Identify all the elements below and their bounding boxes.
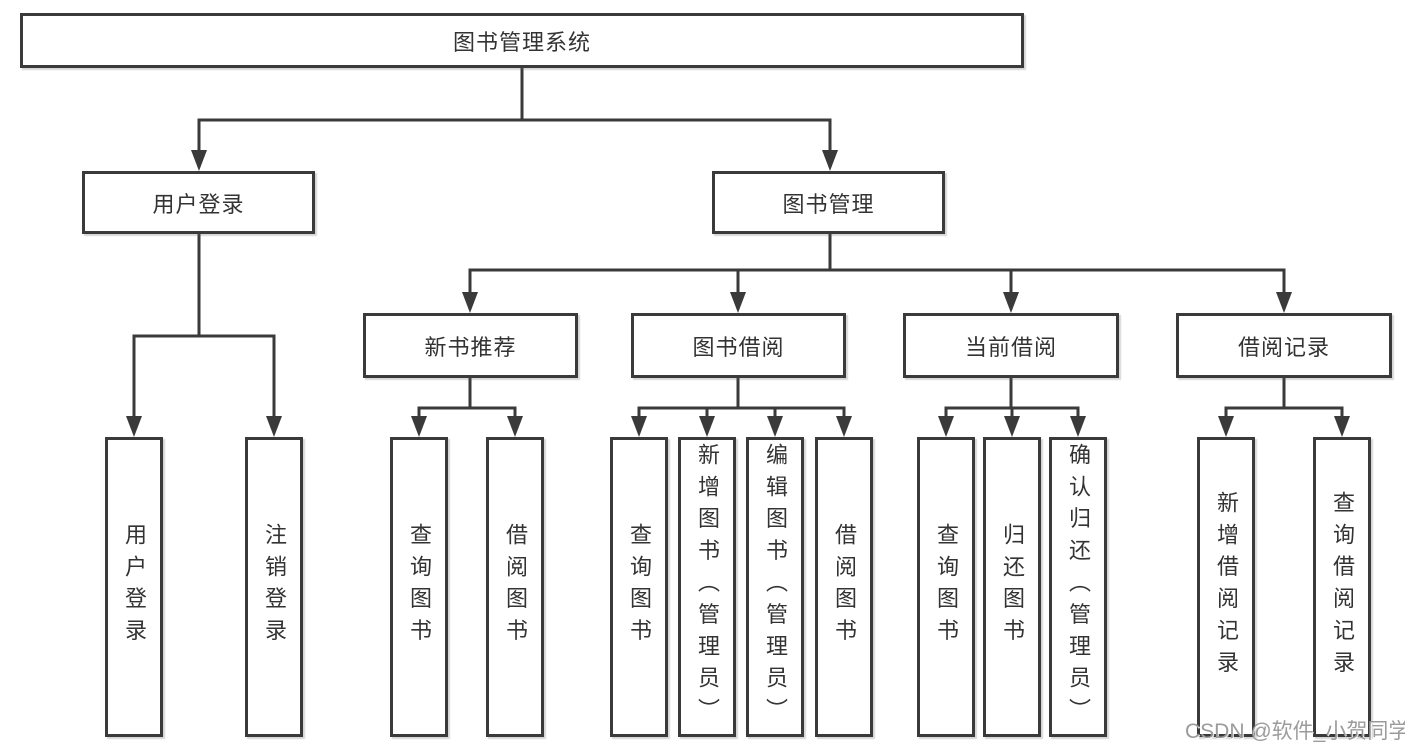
node-label: 借阅记录 [1237,334,1330,360]
leaf-label: 借阅图书 [832,523,857,651]
csdn-watermark: CSDN @软件_小贺同学 [1185,720,1405,743]
leaf-query-books-borrow: 查询图书 [610,437,668,737]
leaf-label: 用户登录 [122,523,147,651]
leaf-query-books-current: 查询图书 [917,437,975,737]
leaf-label: 归还图书 [1000,523,1025,651]
node-label: 当前借阅 [964,334,1057,360]
leaf-query-borrow-record: 查询借阅记录 [1313,437,1371,737]
leaf-logout: 注销登录 [245,437,303,737]
node-current-borrow: 当前借阅 [903,313,1119,378]
leaf-borrow-books-recommend: 借阅图书 [486,437,544,737]
leaf-label: 查询图书 [934,523,959,651]
leaf-edit-books-admin: 编辑图书（管理员） [746,437,804,737]
node-library-management-system: 图书管理系统 [20,13,1024,68]
leaf-add-books-admin: 新增图书（管理员） [678,437,736,737]
node-label: 新书推荐 [424,334,517,360]
leaf-confirm-return-admin: 确认归还（管理员） [1049,437,1107,737]
leaf-label: 编辑图书（管理员） [763,443,788,731]
node-book-borrow: 图书借阅 [631,313,846,378]
leaf-label: 注销登录 [262,523,287,651]
leaf-add-borrow-record: 新增借阅记录 [1197,437,1255,737]
node-label: 图书管理系统 [452,29,591,55]
leaf-label: 查询图书 [407,523,432,651]
leaf-label: 查询图书 [627,523,652,651]
leaf-label: 查询借阅记录 [1330,491,1355,683]
leaf-label: 借阅图书 [503,523,528,651]
node-new-book-recommend: 新书推荐 [363,313,578,378]
leaf-label: 确认归还（管理员） [1066,443,1091,731]
node-label: 图书管理 [782,191,875,217]
leaf-query-books-recommend: 查询图书 [390,437,448,737]
node-book-management: 图书管理 [712,171,945,234]
leaf-user-login: 用户登录 [105,437,163,737]
leaf-label: 新增图书（管理员） [695,443,720,731]
node-user-login: 用户登录 [82,171,315,234]
leaf-borrow-books: 借阅图书 [815,437,873,737]
node-borrow-record: 借阅记录 [1176,313,1392,378]
node-label: 图书借阅 [692,334,785,360]
leaf-return-books: 归还图书 [983,437,1041,737]
leaf-label: 新增借阅记录 [1214,491,1239,683]
node-label: 用户登录 [152,191,245,217]
